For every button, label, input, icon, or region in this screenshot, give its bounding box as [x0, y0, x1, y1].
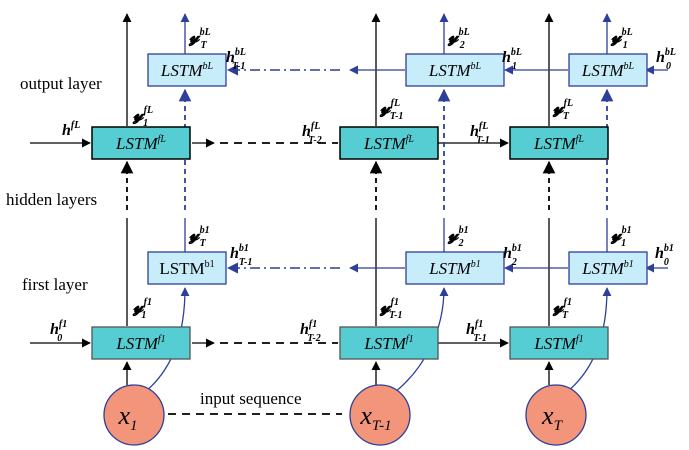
first-forward-lstm-label: LSTM	[115, 334, 158, 353]
output-forward-lstm-sup: fL	[576, 134, 585, 145]
backward-connections	[139, 13, 668, 397]
first-backward-lstm-box: LSTMb1	[147, 251, 227, 285]
svg-text:LSTMb1: LSTMb1	[581, 259, 634, 278]
svg-text:x1: x1	[117, 401, 137, 434]
output-backward-lstm-box: LSTMbL	[147, 53, 227, 87]
output-forward-lstm-label: LSTM	[533, 134, 576, 153]
input-node: xT	[525, 384, 587, 446]
output-backward-lstm-box: LSTMbL	[568, 53, 648, 87]
svg-text:LSTMfL: LSTMfL	[363, 134, 414, 153]
first-backward-lstm-box: LSTMb1	[405, 251, 505, 285]
svg-text:LSTMf1: LSTMf1	[363, 334, 413, 353]
output-backward-lstm-sup: bL	[203, 61, 214, 72]
output-forward-lstm-sup: fL	[158, 134, 167, 145]
output-backward-lstm-label: LSTM	[428, 61, 471, 80]
first-forward-lstm-box: LSTMf1	[339, 326, 439, 360]
forward-connections	[30, 13, 556, 415]
first-backward-lstm-box: LSTMb1	[568, 251, 648, 285]
svg-text:LSTMf1: LSTMf1	[115, 334, 165, 353]
first-forward-lstm-box: LSTMf1	[91, 326, 191, 360]
output-backward-lstm-label: LSTM	[160, 61, 203, 80]
first-backward-lstm-label: LSTM	[581, 259, 624, 278]
first-forward-lstm-sup: f1	[576, 334, 584, 345]
output-forward-lstm-box: LSTMfL	[509, 126, 609, 160]
output-layer-label: output layer	[20, 74, 102, 93]
output-backward-lstm-label: LSTM	[581, 61, 624, 80]
first-layer-label: first layer	[22, 275, 88, 294]
first-backward-lstm-sup: b1	[205, 259, 215, 270]
first-forward-lstm-label: LSTM	[363, 334, 406, 353]
svg-text:xT-1: xT-1	[359, 401, 391, 434]
first-forward-lstm-sup: f1	[406, 334, 414, 345]
svg-text:LSTMbL: LSTMbL	[581, 61, 635, 80]
output-forward-lstm-sup: fL	[406, 134, 415, 145]
output-forward-lstm-label: LSTM	[363, 134, 406, 153]
output-forward-lstm-label: LSTM	[115, 134, 158, 153]
svg-text:LSTMfL: LSTMfL	[115, 134, 166, 153]
first-forward-lstm-sup: f1	[158, 334, 166, 345]
output-forward-lstm-box: LSTMfL	[91, 126, 191, 160]
input-sequence-label: input sequence	[200, 389, 302, 408]
first-forward-lstm-box: LSTMf1	[509, 326, 609, 360]
output-forward-lstm-box: LSTMfL	[339, 126, 439, 160]
svg-text:LSTMbL: LSTMbL	[160, 61, 214, 80]
first-backward-lstm-label: LSTM	[428, 259, 471, 278]
first-backward-lstm-sup: b1	[471, 259, 481, 270]
svg-text:LSTMb1: LSTMb1	[159, 259, 214, 278]
input-node: x1	[103, 384, 165, 446]
svg-text:LSTMb1: LSTMb1	[428, 259, 481, 278]
input-node: xT-1	[349, 384, 411, 446]
output-backward-lstm-sup: bL	[471, 61, 482, 72]
svg-text:xT: xT	[541, 401, 564, 434]
first-backward-lstm-label: LSTM	[159, 259, 204, 278]
first-backward-lstm-sup: b1	[624, 259, 634, 270]
output-backward-lstm-sup: bL	[624, 61, 635, 72]
svg-text:LSTMf1: LSTMf1	[533, 334, 583, 353]
first-forward-lstm-label: LSTM	[533, 334, 576, 353]
svg-text:LSTMbL: LSTMbL	[428, 61, 482, 80]
svg-text:LSTMfL: LSTMfL	[533, 134, 584, 153]
output-backward-lstm-box: LSTMbL	[405, 53, 505, 87]
hidden-layers-label: hidden layers	[6, 190, 97, 209]
hidden-state-label: hfL	[62, 120, 80, 139]
